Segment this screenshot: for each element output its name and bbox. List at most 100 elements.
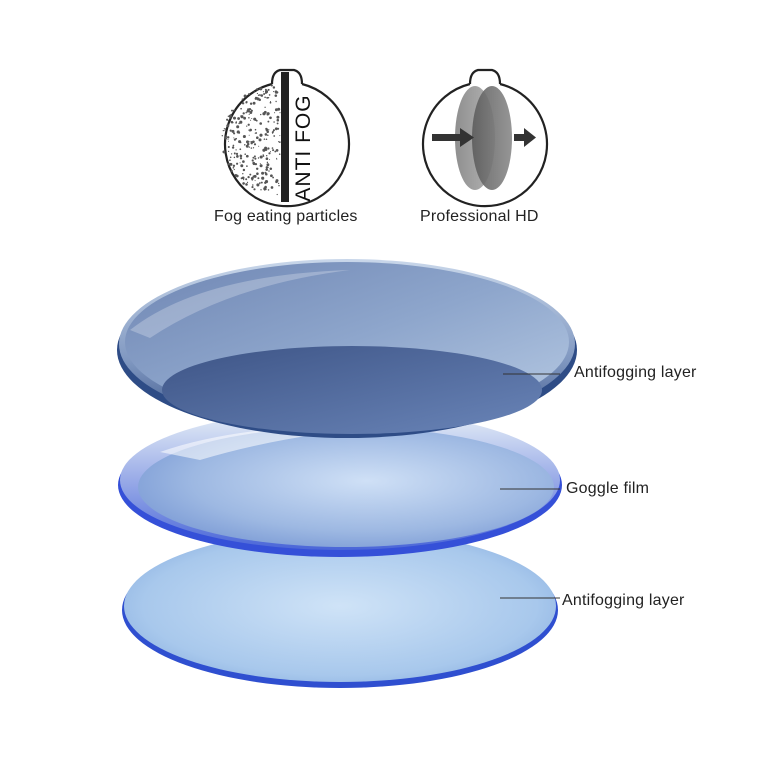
fog-particle bbox=[250, 147, 253, 149]
lens-disc-front bbox=[472, 86, 512, 190]
fog-particle bbox=[248, 129, 250, 131]
fog-particle bbox=[231, 146, 235, 149]
fog-particle bbox=[259, 163, 261, 165]
fog-particle bbox=[273, 135, 276, 137]
goggle-film-layer bbox=[118, 410, 562, 557]
caption-professional-hd: Professional HD bbox=[420, 208, 539, 225]
arrow-out-icon bbox=[514, 128, 536, 147]
fog-particle bbox=[267, 166, 269, 168]
caption-fog-eating-particles: Fog eating particles bbox=[214, 208, 358, 225]
fog-particle bbox=[270, 186, 274, 189]
fog-particle bbox=[261, 176, 265, 180]
fog-particle bbox=[260, 94, 264, 97]
fog-particle bbox=[238, 122, 240, 125]
fog-particle bbox=[266, 112, 270, 116]
fog-particle bbox=[262, 91, 264, 93]
fog-particle bbox=[272, 86, 276, 89]
fog-particle bbox=[223, 128, 226, 130]
fog-particle bbox=[252, 147, 255, 149]
fog-particle bbox=[236, 125, 240, 129]
fog-particle bbox=[233, 156, 236, 159]
fog-particle bbox=[248, 113, 250, 115]
fog-particle bbox=[246, 142, 250, 146]
fog-particle bbox=[230, 113, 232, 116]
fog-particle bbox=[272, 129, 275, 132]
fog-particle bbox=[245, 145, 248, 147]
fog-particle bbox=[244, 153, 246, 155]
fog-particle bbox=[256, 136, 259, 139]
fog-particle bbox=[260, 113, 262, 116]
fog-particle bbox=[227, 115, 230, 118]
fog-particle bbox=[236, 154, 239, 158]
fog-particle bbox=[239, 162, 241, 164]
fog-particle bbox=[255, 132, 258, 134]
fog-particle bbox=[245, 101, 248, 104]
label-bottom-antifogging-layer: Antifogging layer bbox=[562, 592, 685, 609]
fog-particle bbox=[242, 173, 244, 175]
fog-particle bbox=[277, 141, 280, 143]
fog-particle bbox=[278, 153, 281, 155]
fog-particle bbox=[268, 94, 271, 96]
fog-particle bbox=[246, 181, 249, 184]
fog-particle bbox=[275, 100, 277, 103]
fog-particle bbox=[267, 134, 269, 136]
fog-particle bbox=[256, 183, 260, 187]
fog-particle bbox=[231, 109, 233, 112]
fog-particle bbox=[269, 151, 272, 153]
fog-particle bbox=[246, 109, 250, 113]
fog-particle bbox=[240, 115, 242, 117]
fog-particle bbox=[267, 147, 270, 150]
fog-particle bbox=[258, 145, 260, 147]
fog-particle bbox=[277, 107, 281, 111]
fog-particle bbox=[273, 91, 275, 93]
fog-particle bbox=[227, 162, 230, 166]
fog-particle bbox=[276, 193, 278, 196]
fog-particle bbox=[228, 114, 232, 118]
fog-particle bbox=[236, 162, 239, 165]
fog-particle bbox=[278, 141, 281, 144]
fog-particle bbox=[257, 157, 260, 159]
fog-particle bbox=[259, 87, 263, 91]
label-top-antifogging-layer: Antifogging layer bbox=[574, 364, 697, 381]
fog-particle bbox=[260, 189, 262, 191]
fog-particle bbox=[251, 179, 254, 181]
fog-particle bbox=[226, 118, 229, 121]
fog-particle bbox=[254, 128, 257, 131]
fog-particle bbox=[242, 134, 246, 139]
fog-particle bbox=[245, 111, 247, 114]
fog-particle bbox=[229, 129, 232, 132]
fog-particle bbox=[223, 130, 225, 132]
fog-particle bbox=[242, 112, 245, 115]
fog-particle bbox=[229, 164, 231, 166]
fog-particle bbox=[240, 177, 243, 180]
fog-particle bbox=[234, 174, 238, 177]
fog-particle bbox=[271, 147, 274, 149]
fog-particle bbox=[243, 179, 245, 181]
fog-particle bbox=[233, 132, 236, 135]
fog-particle bbox=[245, 178, 248, 181]
fog-particle bbox=[274, 112, 276, 114]
fog-particle bbox=[254, 157, 257, 160]
fog-particle bbox=[273, 121, 275, 123]
fog-particle bbox=[256, 92, 258, 95]
fog-particle bbox=[262, 154, 264, 156]
fog-particle bbox=[227, 140, 230, 142]
fog-particle bbox=[263, 138, 266, 140]
fog-particle bbox=[267, 96, 270, 99]
fog-particle bbox=[267, 120, 270, 123]
fog-particle bbox=[274, 90, 278, 94]
fog-particle bbox=[264, 106, 266, 108]
fog-particle bbox=[256, 88, 259, 91]
fog-particle bbox=[275, 149, 279, 152]
fog-particle bbox=[244, 144, 246, 146]
fog-particle bbox=[276, 157, 278, 159]
fog-particle bbox=[265, 154, 268, 157]
top-antifogging-layer bbox=[117, 259, 577, 438]
fog-particle bbox=[230, 117, 232, 119]
fog-particle bbox=[245, 183, 248, 186]
fog-particle bbox=[263, 187, 267, 191]
fog-particle bbox=[265, 138, 268, 140]
arrow-in-icon bbox=[432, 128, 474, 147]
fog-particle bbox=[276, 122, 279, 125]
